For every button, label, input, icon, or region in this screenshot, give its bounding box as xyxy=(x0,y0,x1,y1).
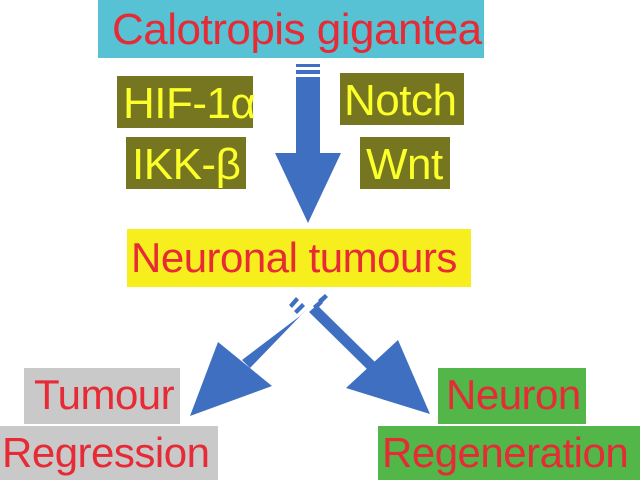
right-diagonal-arrow xyxy=(309,294,430,414)
outcome-regeneration-line1: Neuron xyxy=(438,368,586,424)
target-label: Neuronal tumours xyxy=(127,229,471,287)
source-label: Calotropis gigantea xyxy=(98,0,484,58)
down-arrow xyxy=(275,64,341,223)
pathway-hif1a: HIF-1α xyxy=(117,76,256,128)
outcome-regeneration-line2: Regeneration xyxy=(378,426,640,480)
outcome-regression-line1: Tumour xyxy=(24,368,180,424)
pathway-ikkb: IKK-β xyxy=(126,137,246,189)
pathway-wnt: Wnt xyxy=(360,137,450,189)
left-diagonal-arrow xyxy=(190,297,308,416)
pathway-notch: Notch xyxy=(340,73,464,125)
outcome-regression-line2: Regression xyxy=(0,426,218,480)
